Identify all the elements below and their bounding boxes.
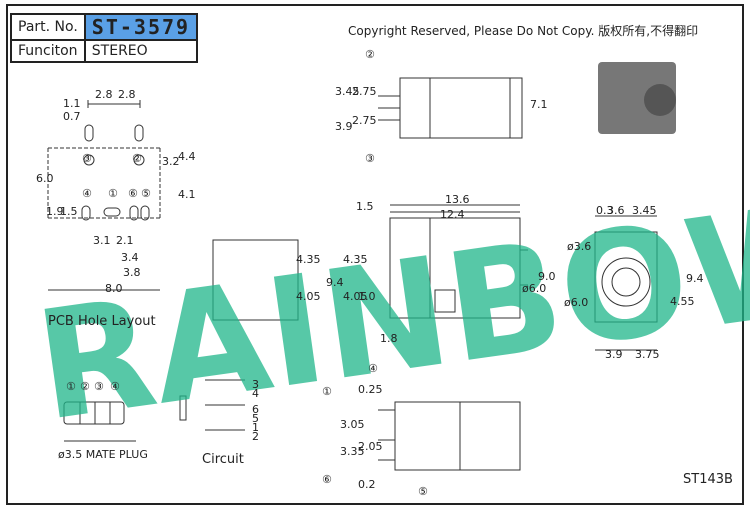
dim-label: 9.4: [326, 276, 344, 289]
dim-label: ø6.0: [522, 282, 547, 295]
pcb-hole: [84, 124, 94, 142]
dim-label: 1.1: [63, 97, 81, 110]
dim-label: 2.8: [118, 88, 136, 101]
pcb-hole: [103, 207, 121, 217]
pin-label: ⑤: [418, 485, 428, 498]
dim-label: 3.6: [607, 204, 625, 217]
dim-label: 9.4: [686, 272, 704, 285]
dim-label: 0.2: [358, 478, 376, 491]
pin-label: ④: [368, 362, 378, 375]
plug-pin-label: ④: [110, 380, 120, 393]
circuit-pin: 5: [252, 412, 259, 425]
front-view: [594, 215, 658, 351]
pcb-hole: [83, 154, 95, 166]
title-block: Part. No. ST-3579 Funciton STEREO: [10, 13, 199, 63]
dim-label: 2.1: [116, 234, 134, 247]
dim-label: 3.9: [335, 120, 353, 133]
circuit-pin: 2: [252, 430, 259, 443]
pcb-hole-layout: [47, 100, 161, 291]
circuit-pin: 6: [252, 403, 259, 416]
dim-label: 7.1: [530, 98, 548, 111]
pcb-hole: [134, 124, 144, 142]
dim-label: 3.4: [121, 251, 139, 264]
dim-label: 3.2: [162, 155, 180, 168]
jack-opening: [601, 257, 651, 307]
circuit-pin: 4: [252, 387, 259, 400]
pin-label: ③: [365, 152, 375, 165]
dim-label: ø6.0: [564, 296, 589, 309]
pin-label: ⑤: [141, 187, 151, 200]
dim-label: 3.45: [335, 85, 360, 98]
dim-label: 12.4: [440, 208, 465, 221]
pcb-hole: [81, 205, 91, 221]
dim-label: 9.0: [538, 270, 556, 283]
plug-pin-label: ①: [66, 380, 76, 393]
jack-bore: [611, 267, 641, 297]
circuit-pin: 1: [252, 421, 259, 434]
circuit-diagram: [179, 379, 245, 431]
plug-pin-label: ②: [80, 380, 90, 393]
drawing-number: ST143B: [683, 472, 733, 487]
dim-label: 13.6: [445, 193, 470, 206]
dim-label: 1.5: [60, 205, 78, 218]
dim-label: 2.8: [95, 88, 113, 101]
dim-label: 4.35: [343, 253, 368, 266]
dim-label: 3.35: [340, 445, 365, 458]
dim-label: 0.25: [358, 383, 383, 396]
pin-label: ①: [108, 187, 118, 200]
dim-label: 4.05: [343, 290, 368, 303]
top-view: [212, 204, 528, 321]
plug-label: ø3.5 MATE PLUG: [58, 448, 148, 461]
sheet-frame: [6, 4, 744, 505]
dim-label: 4.4: [178, 150, 196, 163]
pcb-hole: [140, 205, 150, 221]
dim-label: 0.7: [63, 110, 81, 123]
dim-label: 3.8: [123, 266, 141, 279]
dim-label: 2.75: [352, 85, 377, 98]
pin-label: ⑥: [322, 473, 332, 486]
part-no-value: ST-3579: [83, 13, 199, 41]
dim-label: 4.55: [670, 295, 695, 308]
dim-label: ø3.6: [567, 240, 592, 253]
pcb-hole: [133, 154, 145, 166]
side-view: [378, 77, 523, 139]
dim-label: 4.1: [178, 188, 196, 201]
pin-label: ⑥: [128, 187, 138, 200]
dim-label: 3.05: [340, 418, 365, 431]
dim-label: 1.8: [380, 332, 398, 345]
part-no-label: Part. No.: [10, 13, 86, 41]
circuit-title: Circuit: [202, 452, 244, 467]
circuit-pin: 3: [252, 378, 259, 391]
plug-pin-label: ③: [94, 380, 104, 393]
pin-label: ④: [82, 187, 92, 200]
pcb-layout-title: PCB Hole Layout: [48, 314, 156, 329]
pcb-hole: [129, 205, 139, 221]
dim-label: 1.5: [356, 200, 374, 213]
pin-label: ①: [322, 385, 332, 398]
dim-label: 3.9: [605, 348, 623, 361]
dim-label: 0.3: [596, 204, 614, 217]
bottom-view: [378, 401, 521, 471]
mate-plug: [63, 401, 136, 442]
product-photo: [598, 62, 676, 134]
pin-label: ③: [82, 152, 92, 165]
dim-label: 1.0: [358, 290, 376, 303]
function-value: STEREO: [83, 39, 199, 63]
dim-label: 3.45: [632, 204, 657, 217]
dim-label: 8.0: [105, 282, 123, 295]
function-label: Funciton: [10, 39, 86, 63]
pin-label: ②: [132, 152, 142, 165]
dim-label: 3.75: [635, 348, 660, 361]
copyright-notice: Copyright Reserved, Please Do Not Copy. …: [348, 24, 699, 38]
dim-label: 6.0: [36, 172, 54, 185]
dim-label: 2.05: [358, 440, 383, 453]
pin-label: ②: [365, 48, 375, 61]
dim-label: 1.9: [46, 205, 64, 218]
dim-label: 4.05: [296, 290, 321, 303]
dim-label: 3.1: [93, 234, 111, 247]
dim-label: 2.75: [352, 114, 377, 127]
dim-label: 4.35: [296, 253, 321, 266]
